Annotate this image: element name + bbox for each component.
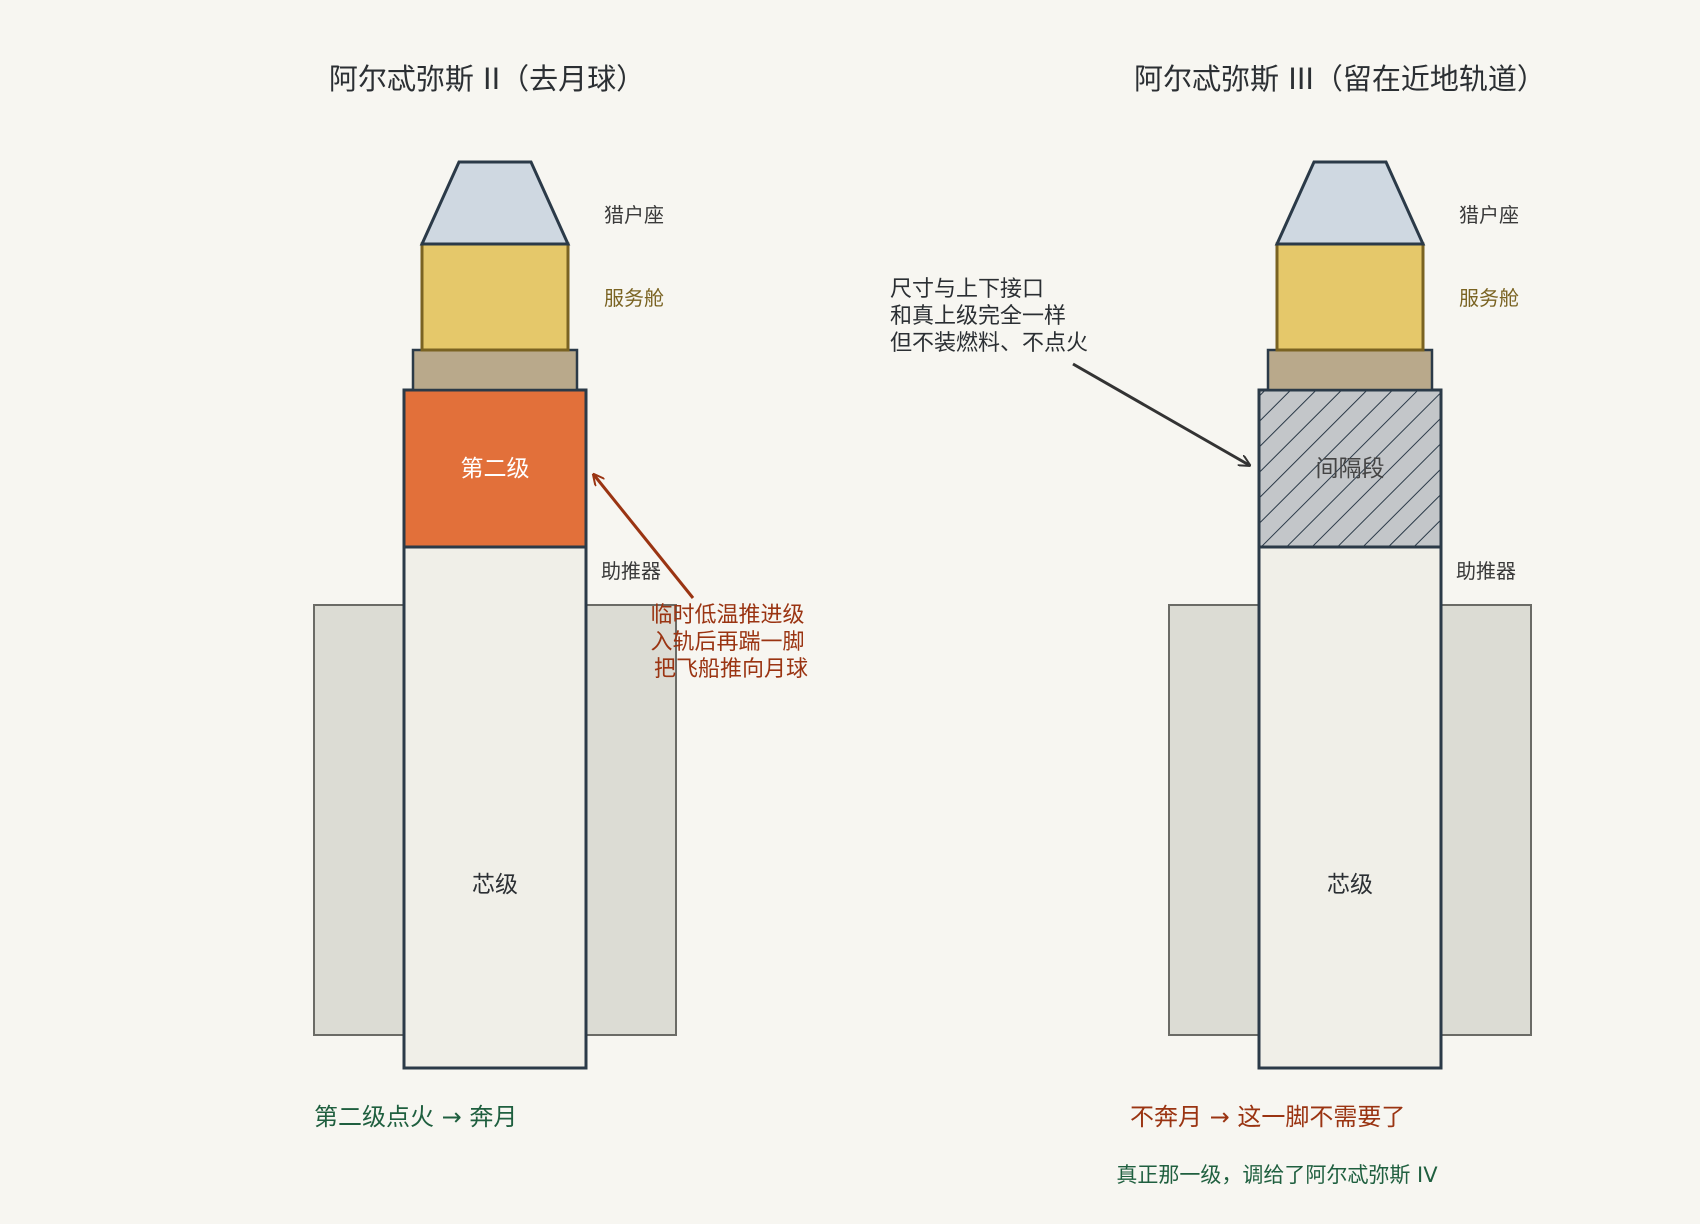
right-title: 阿尔忒弥斯 III（留在近地轨道） [1134, 62, 1546, 96]
right-interstage-label: 间隔段 [1316, 456, 1385, 482]
right-core-stage [1257, 545, 1443, 1070]
left-booster-label: 助推器 [601, 559, 661, 583]
right-note-arrow [1072, 362, 1249, 465]
right-note-line-3: 但不装燃料、不点火 [890, 331, 1088, 356]
right-service-module-label: 服务舱 [1459, 286, 1519, 310]
right-note-line-1: 尺寸与上下接口 [890, 277, 1044, 302]
left-caption: 第二级点火 → 奔月 [314, 1103, 517, 1131]
left-title: 阿尔忒弥斯 II（去月球） [329, 62, 645, 96]
left-adapter [411, 348, 579, 392]
left-booster-right [585, 604, 677, 1036]
right-booster-left [1168, 604, 1260, 1036]
left-core-stage [402, 545, 588, 1070]
left-note-line-2: 入轨后再踹一脚 [650, 630, 804, 655]
left-second-stage [402, 388, 588, 549]
right-adapter [1266, 348, 1434, 392]
right-note-line-2: 和真上级完全一样 [890, 304, 1066, 329]
left-service-module [420, 242, 570, 352]
left-note-line-3: 把飞船推向月球 [654, 657, 808, 682]
left-note-line-1: 临时低温推进级 [650, 603, 804, 628]
right-booster-right [1440, 604, 1532, 1036]
right-core-label: 芯级 [1327, 872, 1373, 898]
left-note-arrow [594, 475, 695, 599]
right-service-module [1275, 242, 1425, 352]
right-caption: 不奔月 → 这一脚不需要了 [1130, 1103, 1405, 1131]
right-orion-label: 猎户座 [1459, 203, 1519, 227]
left-orion-capsule [419, 160, 571, 246]
left-service-module-label: 服务舱 [604, 286, 664, 310]
left-stage2-label: 第二级 [461, 456, 530, 482]
left-orion-label: 猎户座 [604, 203, 664, 227]
right-note: 尺寸与上下接口 和真上级完全一样 但不装燃料、不点火 [890, 277, 1088, 356]
left-core-label: 芯级 [472, 872, 518, 898]
right-orion-capsule [1274, 160, 1426, 246]
right-booster-label: 助推器 [1456, 559, 1516, 583]
left-booster-left [313, 604, 405, 1036]
right-subcaption: 真正那一级，调给了阿尔忒弥斯 IV [1116, 1163, 1438, 1187]
left-note: 临时低温推进级 入轨后再踹一脚 把飞船推向月球 [650, 603, 811, 682]
